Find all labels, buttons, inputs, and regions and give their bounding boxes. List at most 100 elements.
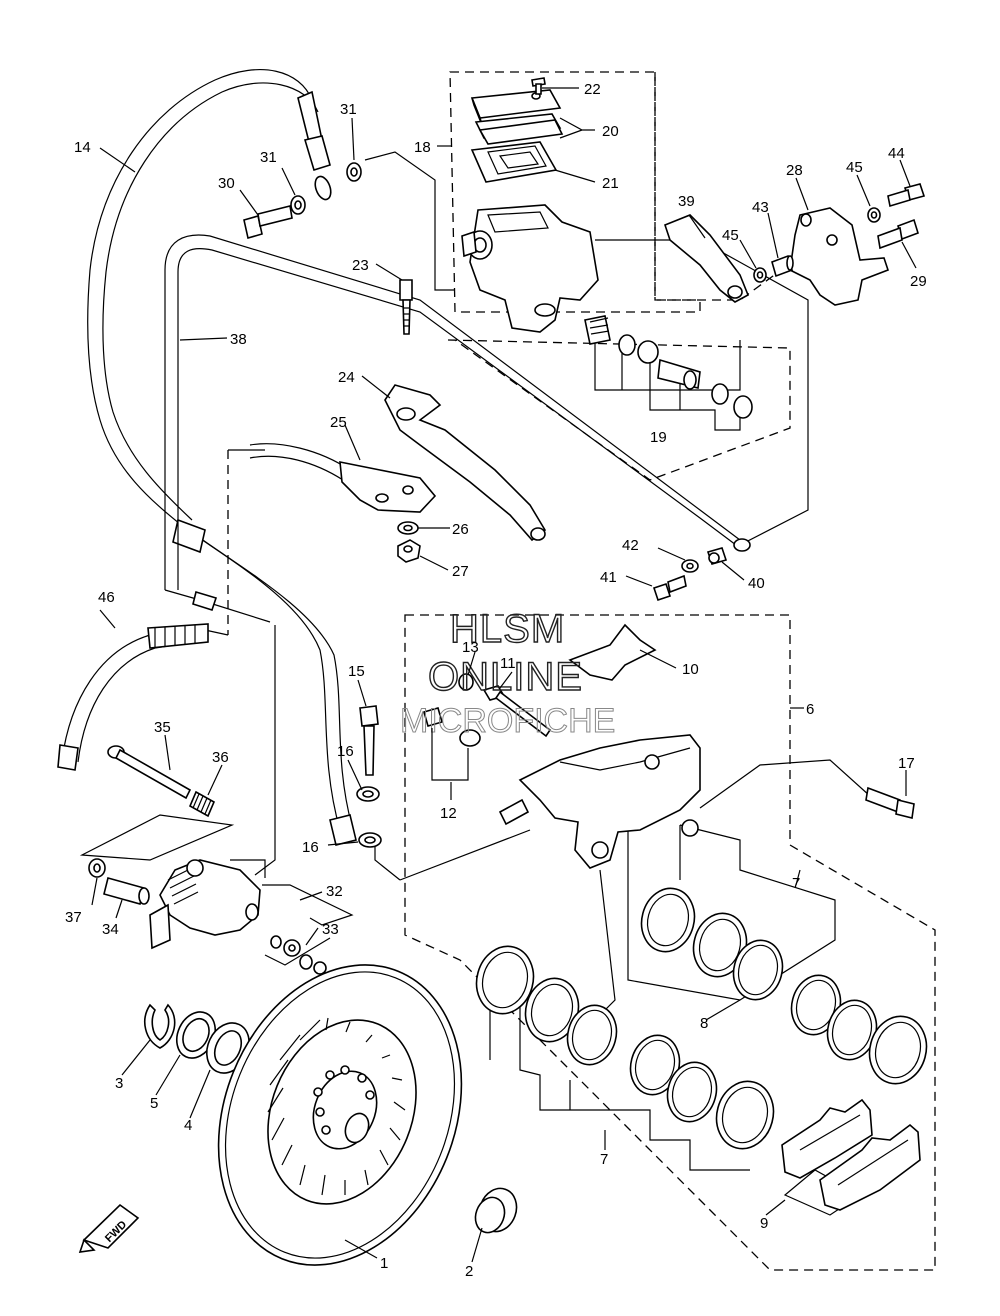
washer-45-mid [753, 267, 767, 283]
callout-28: 28 [786, 162, 803, 179]
callout-4: 4 [184, 1117, 192, 1134]
disc-1 [217, 964, 463, 1266]
caliper-body [498, 734, 701, 869]
callout-27: 27 [452, 563, 469, 580]
watermark-line-1: HLSM [450, 607, 565, 651]
callout-32: 32 [326, 883, 343, 900]
master-cylinder-kit-19 [584, 315, 753, 419]
callout-38: 38 [230, 331, 247, 348]
callout-11: 11 [500, 655, 516, 672]
spring-plate-10 [568, 623, 657, 681]
lever-39 [664, 214, 750, 303]
watermark: HLSM ONLINE MICROFICHE [400, 606, 616, 740]
callout-labels: 1 2 3 4 5 6 7 7 8 9 10 11 12 13 14 15 16… [65, 81, 927, 1280]
collar-40 [706, 547, 728, 565]
callout-29: 29 [910, 273, 927, 290]
callout-46: 46 [98, 589, 115, 606]
callout-45-top: 45 [846, 159, 863, 176]
piston-set-upper [640, 887, 928, 1085]
callout-31-left: 31 [260, 149, 277, 166]
callout-6: 6 [806, 701, 814, 718]
callout-13: 13 [462, 639, 479, 656]
callout-19: 19 [650, 429, 667, 446]
callout-44: 44 [888, 145, 905, 162]
brake-pads-9 [781, 1098, 921, 1211]
callout-7-lower: 7 [600, 1151, 608, 1168]
callout-18: 18 [414, 139, 431, 156]
callout-12: 12 [440, 805, 457, 822]
callout-42: 42 [622, 537, 639, 554]
master-cylinder-25 [339, 461, 437, 513]
nut-27 [397, 539, 421, 563]
washer-31-left [290, 195, 306, 215]
callout-23: 23 [352, 257, 369, 274]
bolt-29 [877, 218, 919, 250]
callout-45-mid: 45 [722, 227, 739, 244]
callout-21: 21 [602, 175, 619, 192]
callout-1: 1 [380, 1255, 388, 1272]
callout-8: 8 [700, 1015, 708, 1032]
callout-10: 10 [682, 661, 699, 678]
lever-24 [384, 384, 547, 542]
bolt-41 [652, 574, 687, 602]
callout-9: 9 [760, 1215, 768, 1232]
callout-14: 14 [74, 139, 91, 156]
fwd-arrow-icon: FWD [78, 1203, 140, 1253]
plug-13 [458, 673, 474, 691]
hardware-32-33 [270, 935, 327, 975]
bolt-30 [243, 205, 293, 240]
callout-17: 17 [898, 755, 915, 772]
bolt-35 [107, 745, 192, 800]
callout-2: 2 [465, 1263, 473, 1280]
bolt-15 [359, 705, 379, 776]
callout-34: 34 [102, 921, 119, 938]
bolt-17 [865, 786, 915, 819]
cable-38 [164, 234, 751, 623]
callout-20: 20 [602, 123, 619, 140]
callout-33: 33 [322, 921, 339, 938]
callout-7-upper: 7 [792, 875, 800, 892]
bolt-22 [531, 77, 546, 95]
cable-46 [57, 623, 209, 771]
bracket-28 [789, 207, 890, 306]
washer-26 [397, 521, 419, 535]
secondary-caliper [149, 859, 261, 950]
bleed-screw-12 [423, 707, 481, 747]
callout-36: 36 [212, 749, 229, 766]
hose-25-line [249, 443, 351, 481]
callout-37: 37 [65, 909, 82, 926]
washer-37 [88, 858, 106, 878]
callout-3: 3 [115, 1075, 123, 1092]
callout-25: 25 [330, 414, 347, 431]
callout-16-upper: 16 [337, 743, 354, 760]
callout-16-lower: 16 [302, 839, 319, 856]
callout-39: 39 [678, 193, 695, 210]
master-cylinder-body [461, 204, 599, 333]
callout-leaders [91, 87, 917, 1263]
callout-15: 15 [348, 663, 365, 680]
callout-41: 41 [600, 569, 617, 586]
callout-24: 24 [338, 369, 355, 386]
callout-43: 43 [752, 199, 769, 216]
callout-26: 26 [452, 521, 469, 538]
callout-40: 40 [748, 575, 765, 592]
watermark-line-2: ONLINE [428, 655, 583, 699]
washer-42 [681, 559, 699, 573]
snap-ring-3 [144, 1003, 176, 1049]
ring-5 [175, 1011, 217, 1059]
callout-31-right: 31 [340, 101, 357, 118]
callout-5: 5 [150, 1095, 158, 1112]
bolt-44 [887, 183, 926, 208]
washer-16-upper [356, 786, 380, 802]
bolt-23 [399, 279, 413, 335]
collar-43 [771, 254, 794, 278]
pin-11 [482, 685, 552, 738]
brake-hose-lower [172, 518, 357, 846]
callout-35: 35 [154, 719, 171, 736]
collar-2 [474, 1187, 518, 1234]
callout-22: 22 [584, 81, 601, 98]
washer-16-lower [358, 832, 382, 848]
washer-45-top [867, 207, 881, 223]
washer-31-right [346, 162, 362, 182]
